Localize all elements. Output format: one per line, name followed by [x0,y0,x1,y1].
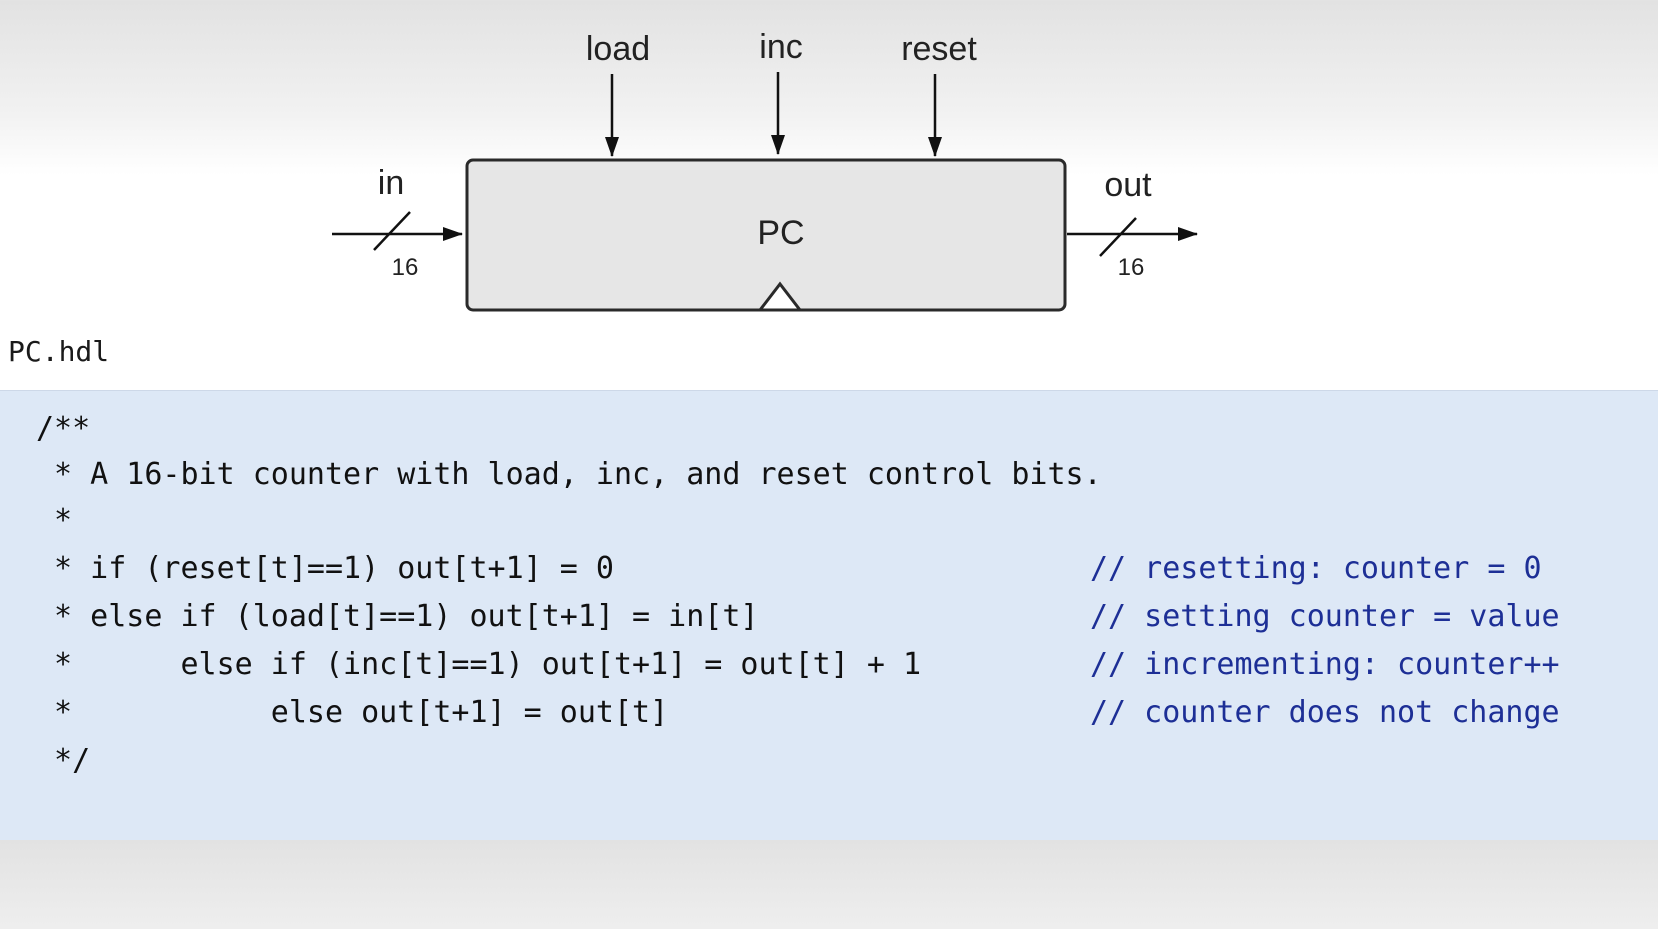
code-line: * A 16-bit counter with load, inc, and r… [0,451,1658,499]
reset-label: reset [901,30,977,68]
code-line: */ [0,737,1658,785]
code-comment: // counter does not change [1090,695,1560,730]
clock-triangle-icon [756,281,804,312]
code-line: * else out[t+1] = out[t] // counter does… [0,689,1658,737]
code-text: * [36,503,73,538]
in-label: in [378,164,404,202]
out-label: out [1104,166,1152,204]
code-line: /** [0,405,1658,453]
code-line: * else if (inc[t]==1) out[t+1] = out[t] … [0,641,1658,689]
code-text: * else if (load[t]==1) out[t+1] = in[t] [36,599,759,634]
in-bus-slash [373,211,411,251]
code-text: * if (reset[t]==1) out[t+1] = 0 [36,551,614,586]
code-text: * A 16-bit counter with load, inc, and r… [36,457,1102,492]
code-text: /** [36,411,91,446]
load-label: load [586,30,650,68]
code-text: * else out[t+1] = out[t] [36,695,669,730]
code-text: * else if (inc[t]==1) out[t+1] = out[t] … [36,647,922,682]
file-name: PC.hdl [8,335,110,368]
inc-label: inc [759,28,802,66]
pc-chip-diagram: load inc reset PC in 16 out 16 [332,28,1198,312]
code-text: */ [36,743,91,778]
in-width-label: 16 [392,254,419,281]
pc-chip-label: PC [757,214,804,252]
code-line: * else if (load[t]==1) out[t+1] = in[t] … [0,593,1658,641]
out-width-label: 16 [1118,254,1145,281]
out-bus-slash [1099,217,1137,257]
code-panel: /** * A 16-bit counter with load, inc, a… [0,390,1658,840]
code-comment: // setting counter = value [1090,599,1560,634]
code-comment: // resetting: counter = 0 [1090,551,1542,586]
code-line: * if (reset[t]==1) out[t+1] = 0 // reset… [0,545,1658,593]
code-comment: // incrementing: counter++ [1090,647,1560,682]
code-line: * [0,497,1658,545]
